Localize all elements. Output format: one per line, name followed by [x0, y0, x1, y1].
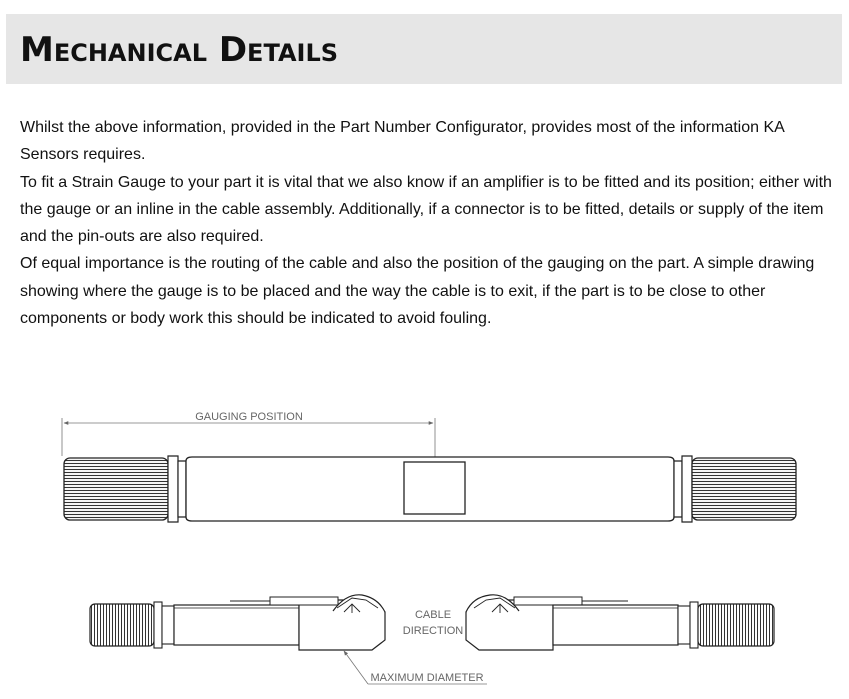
- cable-direction-label-line2: DIRECTION: [403, 625, 464, 637]
- shaft-top-view: GAUGING POSITION: [61, 411, 797, 523]
- paragraph-amplifier: To fit a Strain Gauge to your part it is…: [20, 173, 832, 246]
- maximum-diameter-label: MAXIMUM DIAMETER: [370, 672, 483, 684]
- section-header: [6, 14, 842, 84]
- body-text: Whilst the above information, provided i…: [20, 114, 835, 332]
- maximum-diameter-callout: MAXIMUM DIAMETER: [343, 650, 487, 685]
- shaft-side-view: CABLE DIRECTION MAXIMUM DIAMETER: [89, 594, 775, 685]
- paragraph-routing: Of equal importance is the routing of th…: [20, 255, 815, 328]
- lower-left-body: [173, 604, 300, 646]
- cable-direction-label-line1: CABLE: [415, 609, 451, 621]
- gauging-position-label: GAUGING POSITION: [195, 411, 303, 423]
- page-title: Mechanical Details: [20, 30, 339, 70]
- paragraph-intro: Whilst the above information, provided i…: [20, 119, 784, 164]
- lower-right-body: [552, 604, 679, 646]
- gauge-position-box: [403, 461, 466, 515]
- right-spline: [691, 457, 797, 521]
- mechanical-drawing: GAUGING POSITION CABLE: [61, 411, 797, 685]
- lower-left-spline: [89, 603, 155, 647]
- left-spline: [63, 457, 169, 521]
- gauging-position-dimension: GAUGING POSITION: [61, 411, 436, 461]
- lower-right-spline: [697, 603, 775, 647]
